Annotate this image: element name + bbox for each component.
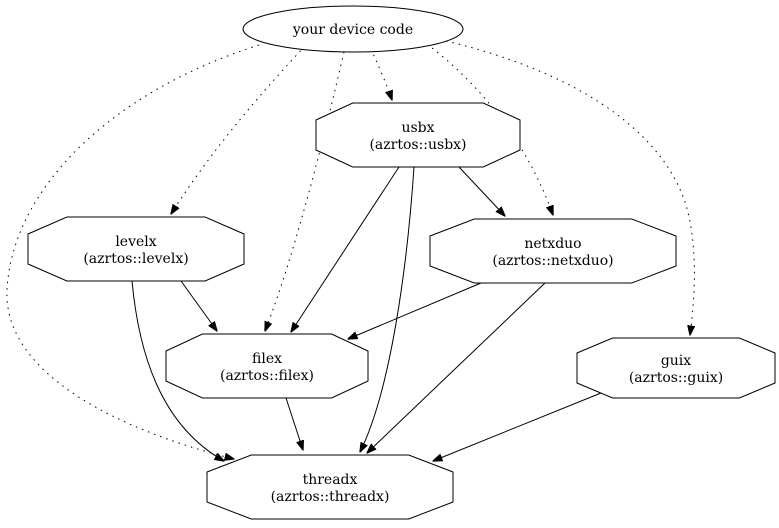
edge-filex-threadx xyxy=(285,397,303,450)
threadx-sublabel: (azrtos::threadx) xyxy=(271,489,390,505)
device-ellipse-shape xyxy=(242,5,464,53)
netxduo-sublabel: (azrtos::netxduo) xyxy=(492,253,613,269)
node-usbx: usbx(azrtos::usbx) xyxy=(315,102,521,168)
node-levelx: levelx(azrtos::levelx) xyxy=(27,216,245,282)
guix-sublabel: (azrtos::guix) xyxy=(629,370,723,386)
edge-netxduo-threadx xyxy=(367,282,546,453)
edge-usbx-filex xyxy=(291,166,400,332)
usbx-octagon-shape xyxy=(315,102,521,168)
guix-label: guix xyxy=(661,353,691,369)
guix-octagon-shape xyxy=(576,337,776,399)
edge-guix-threadx xyxy=(433,392,602,461)
edge-device-guix xyxy=(445,40,694,335)
netxduo-label: netxduo xyxy=(524,236,581,252)
filex-octagon-shape xyxy=(165,333,369,399)
levelx-label: levelx xyxy=(115,234,156,250)
nodes-layer: your device codeusbx(azrtos::usbx)levelx… xyxy=(27,5,776,520)
filex-label: filex xyxy=(252,351,282,367)
device-label: your device code xyxy=(292,22,413,38)
node-threadx: threadx(azrtos::threadx) xyxy=(206,454,454,520)
threadx-label: threadx xyxy=(303,472,358,488)
usbx-sublabel: (azrtos::usbx) xyxy=(369,137,466,153)
usbx-label: usbx xyxy=(401,120,434,136)
edge-levelx-threadx xyxy=(131,280,224,461)
edge-usbx-threadx xyxy=(360,166,415,452)
node-guix: guix(azrtos::guix) xyxy=(576,337,776,399)
node-netxduo: netxduo(azrtos::netxduo) xyxy=(429,218,677,284)
node-device: your device code xyxy=(242,5,464,53)
edge-netxduo-filex xyxy=(348,282,482,339)
filex-sublabel: (azrtos::filex) xyxy=(220,368,314,384)
edge-usbx-netxduo xyxy=(458,166,505,216)
levelx-sublabel: (azrtos::levelx) xyxy=(83,251,188,267)
edge-levelx-filex xyxy=(180,280,217,331)
edge-device-filex xyxy=(265,51,345,331)
node-filex: filex(azrtos::filex) xyxy=(165,333,369,399)
edge-device-usbx xyxy=(370,48,392,100)
threadx-octagon-shape xyxy=(206,454,454,520)
netxduo-octagon-shape xyxy=(429,218,677,284)
levelx-octagon-shape xyxy=(27,216,245,282)
